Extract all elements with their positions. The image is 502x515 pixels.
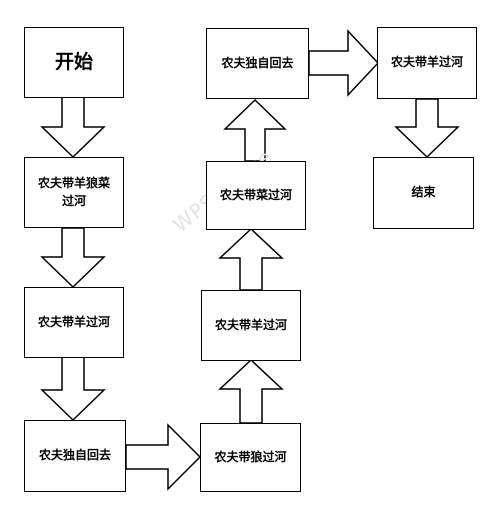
arrow-down-s1-s2 bbox=[40, 227, 106, 289]
end-node: 结束 bbox=[373, 157, 474, 229]
arrow-down-start-s1 bbox=[40, 96, 106, 159]
step-1-node: 农夫带羊狼菜过河 bbox=[24, 157, 124, 228]
step-8-label: 农夫带羊过河 bbox=[390, 55, 463, 70]
step-7-node: 农夫独自回去 bbox=[206, 28, 309, 99]
start-node: 开始 bbox=[24, 27, 124, 98]
step-7-label: 农夫独自回去 bbox=[221, 55, 294, 70]
step-5-node: 农夫带羊过河 bbox=[201, 290, 301, 361]
step-2-label: 农夫带羊过河 bbox=[37, 314, 110, 329]
step-3-label: 农夫独自回去 bbox=[38, 448, 111, 463]
arrow-up-s6-s7 bbox=[223, 98, 287, 162]
step-8-node: 农夫带羊过河 bbox=[377, 27, 477, 99]
step-6-node: 农夫带菜过河 bbox=[206, 161, 306, 230]
step-5-label: 农夫带羊过河 bbox=[214, 317, 287, 332]
start-node-label: 开始 bbox=[54, 50, 93, 73]
end-node-label: 结束 bbox=[411, 185, 436, 200]
arrow-up-s5-s6 bbox=[218, 227, 284, 291]
arrow-right-s7-s8 bbox=[308, 29, 380, 97]
step-2-node: 农夫带羊过河 bbox=[24, 287, 124, 358]
step-1-label: 农夫带羊狼菜过河 bbox=[37, 176, 110, 208]
arrow-down-s8-end bbox=[394, 98, 460, 159]
step-3-node: 农夫独自回去 bbox=[24, 420, 126, 492]
arrow-up-s4-s5 bbox=[218, 358, 284, 424]
arrow-right-s3-s4 bbox=[125, 423, 202, 491]
arrow-down-s2-s3 bbox=[40, 356, 106, 422]
step-4-node: 农夫带狼过河 bbox=[200, 423, 301, 492]
step-6-label: 农夫带菜过河 bbox=[219, 187, 292, 202]
step-4-label: 农夫带狼过河 bbox=[214, 449, 287, 464]
